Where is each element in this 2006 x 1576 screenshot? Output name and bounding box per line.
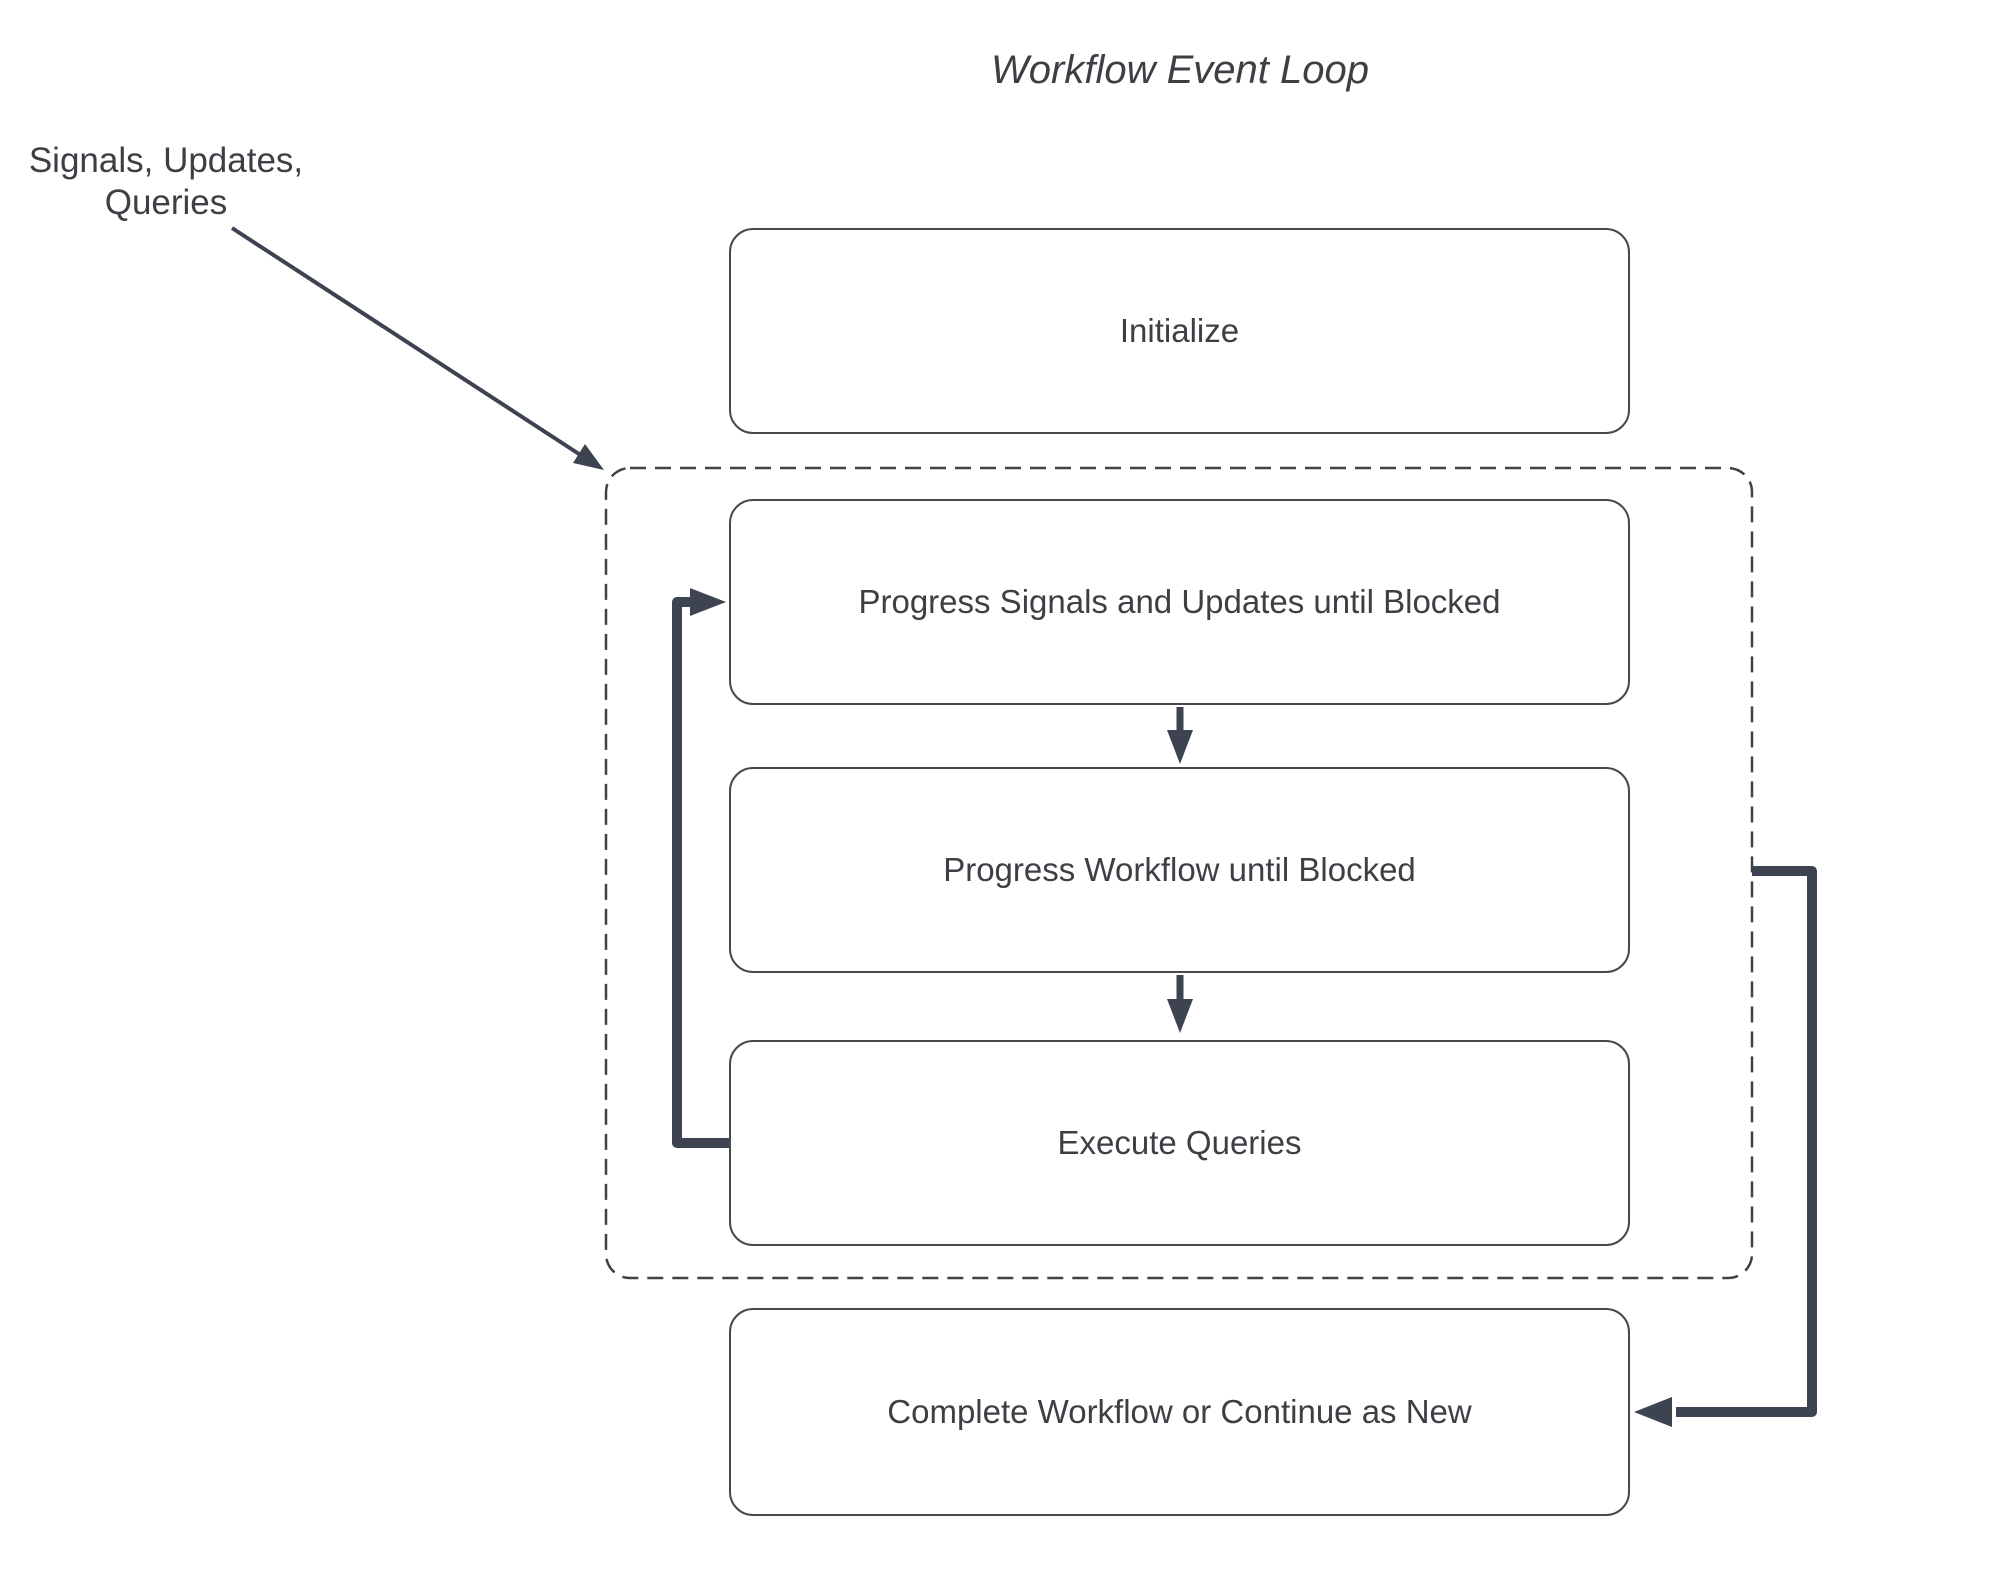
signals-input-arrow bbox=[230, 226, 604, 470]
node-progress-workflow: Progress Workflow until Blocked bbox=[729, 767, 1630, 973]
node-progress-signals-label: Progress Signals and Updates until Block… bbox=[858, 583, 1501, 620]
node-progress-signals: Progress Signals and Updates until Block… bbox=[729, 499, 1630, 705]
node-execute-queries: Execute Queries bbox=[729, 1040, 1630, 1246]
node-execute-queries-label: Execute Queries bbox=[1057, 1124, 1302, 1161]
node-complete-workflow: Complete Workflow or Continue as New bbox=[729, 1308, 1630, 1516]
node-initialize: Initialize bbox=[729, 228, 1630, 434]
signals-updates-queries-label: Signals, Updates, Queries bbox=[28, 141, 304, 222]
node-initialize-label: Initialize bbox=[1119, 312, 1240, 349]
page-title: Workflow Event Loop bbox=[991, 48, 1369, 92]
continue-as-new-arrow bbox=[1634, 866, 1817, 1427]
node-complete-workflow-label: Complete Workflow or Continue as New bbox=[887, 1393, 1472, 1430]
down-arrow-1 bbox=[1167, 707, 1193, 764]
event-loop-boundary bbox=[604, 466, 1754, 1280]
node-progress-workflow-label: Progress Workflow until Blocked bbox=[943, 851, 1416, 888]
down-arrow-2 bbox=[1167, 975, 1193, 1033]
loop-back-arrow bbox=[672, 588, 730, 1148]
